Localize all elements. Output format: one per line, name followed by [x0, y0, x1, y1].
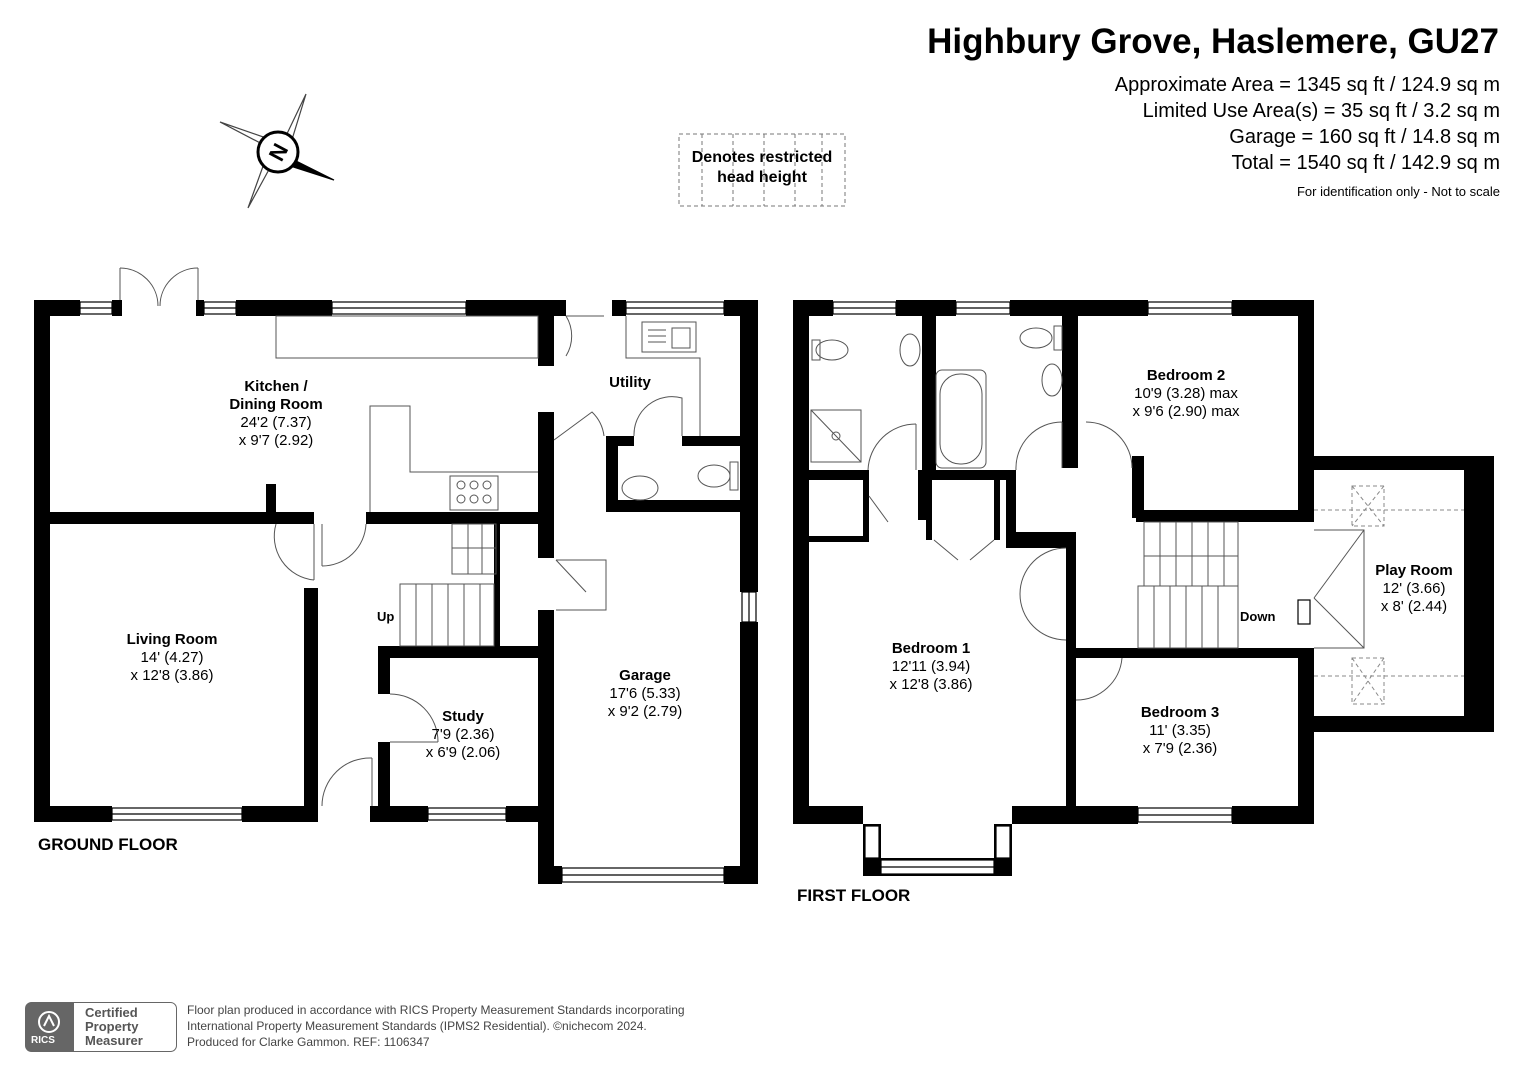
room-dimension: 17'6 (5.33): [609, 685, 681, 702]
room-dimension: 24'2 (7.37): [240, 414, 312, 431]
first-floor-label: FIRST FLOOR: [797, 886, 911, 905]
badge-line: Property: [85, 1019, 139, 1034]
approximate-area: Approximate Area = 1345 sq ft / 124.9 sq…: [1114, 74, 1500, 96]
badge-line: Measurer: [85, 1033, 143, 1048]
footer-disclaimer: Floor plan produced in accordance with R…: [187, 1002, 685, 1050]
room-dimension: x 8' (2.44): [1380, 598, 1448, 615]
first-floor-fixtures: [810, 325, 1365, 701]
room-name: Kitchen /: [244, 378, 308, 395]
room-bedroom-2: Bedroom 2 10'9 (3.28) max x 9'6 (2.90) m…: [1132, 367, 1239, 421]
footer-line: International Property Measurement Stand…: [187, 1019, 647, 1033]
stair-up-label: Up: [377, 609, 395, 624]
ground-floor-label: GROUND FLOOR: [38, 835, 178, 854]
room-name: Study: [442, 708, 484, 725]
rics-certified-badge: RICS Certified Property Measurer: [25, 1002, 177, 1052]
rics-logo-text: RICS: [31, 1035, 55, 1046]
room-study: Study 7'9 (2.36) x 6'9 (2.06): [426, 708, 501, 762]
room-garage: Garage 17'6 (5.33) x 9'2 (2.79): [608, 667, 683, 721]
room-utility: Utility: [609, 374, 651, 392]
property-title: Highbury Grove, Haslemere, GU27: [927, 22, 1499, 61]
footer-line: Produced for Clarke Gammon. REF: 1106347: [187, 1035, 430, 1049]
badge-line: Certified: [85, 1005, 138, 1020]
room-dimension: x 9'7 (2.92): [238, 432, 314, 449]
room-name: Living Room: [126, 631, 218, 648]
limited-use-area: Limited Use Area(s) = 35 sq ft / 3.2 sq …: [1142, 100, 1500, 122]
scale-disclaimer: For identification only - Not to scale: [1296, 184, 1500, 199]
restricted-height-areas: [1314, 485, 1464, 705]
rics-logo-icon: [25, 1002, 177, 1052]
room-dimension: 11' (3.35): [1149, 722, 1211, 739]
first-floor-windows: [832, 301, 1311, 875]
room-dimension: 10'9 (3.28) max: [1134, 385, 1238, 402]
room-bedroom-1: Bedroom 1 12'11 (3.94) x 12'8 (3.86): [890, 640, 973, 694]
ground-floor-walls: [34, 300, 758, 884]
room-name: Garage: [619, 667, 671, 684]
compass-icon: [219, 93, 335, 209]
room-name: Bedroom 3: [1140, 704, 1220, 721]
room-dimension: 12' (3.66): [1382, 580, 1446, 597]
room-dimension: x 12'8 (3.86): [889, 676, 973, 693]
room-bedroom-3: Bedroom 3 11' (3.35) x 7'9 (2.36): [1141, 704, 1219, 758]
restricted-height-legend-box: [678, 133, 846, 207]
garage-area: Garage = 160 sq ft / 14.8 sq m: [1229, 126, 1500, 148]
ground-floor-windows: [79, 301, 757, 883]
room-dimension: 7'9 (2.36): [431, 726, 495, 743]
room-dimension: 12'11 (3.94): [891, 658, 971, 675]
ground-floor-fixtures: [119, 267, 739, 807]
total-area: Total = 1540 sq ft / 142.9 sq m: [1231, 152, 1501, 174]
room-dimension: x 6'9 (2.06): [425, 744, 501, 761]
room-living: Living Room 14' (4.27) x 12'8 (3.86): [127, 631, 218, 685]
room-name: Bedroom 2: [1146, 367, 1226, 384]
restricted-height-legend: Denotes restricted head height: [680, 148, 844, 188]
room-kitchen-dining: Kitchen / Dining Room 24'2 (7.37) x 9'7 …: [229, 378, 322, 450]
legend-line-1: Denotes restricted: [691, 149, 833, 166]
room-name: Dining Room: [229, 396, 323, 413]
stair-down-label: Down: [1240, 609, 1276, 624]
room-dimension: x 7'9 (2.36): [1142, 740, 1218, 757]
legend-line-2: head height: [717, 169, 807, 186]
room-dimension: x 9'6 (2.90) max: [1132, 403, 1240, 420]
room-name: Bedroom 1: [891, 640, 971, 657]
first-floor-walls: [793, 300, 1494, 876]
footer-line: Floor plan produced in accordance with R…: [187, 1003, 685, 1017]
room-dimension: x 12'8 (3.86): [130, 667, 214, 684]
room-dimension: 14' (4.27): [140, 649, 204, 666]
badge-text: Certified Property Measurer: [85, 1006, 143, 1048]
room-play-room: Play Room 12' (3.66) x 8' (2.44): [1375, 562, 1453, 616]
room-dimension: x 9'2 (2.79): [607, 703, 683, 720]
room-name: Utility: [609, 374, 651, 391]
room-name: Play Room: [1375, 562, 1453, 579]
